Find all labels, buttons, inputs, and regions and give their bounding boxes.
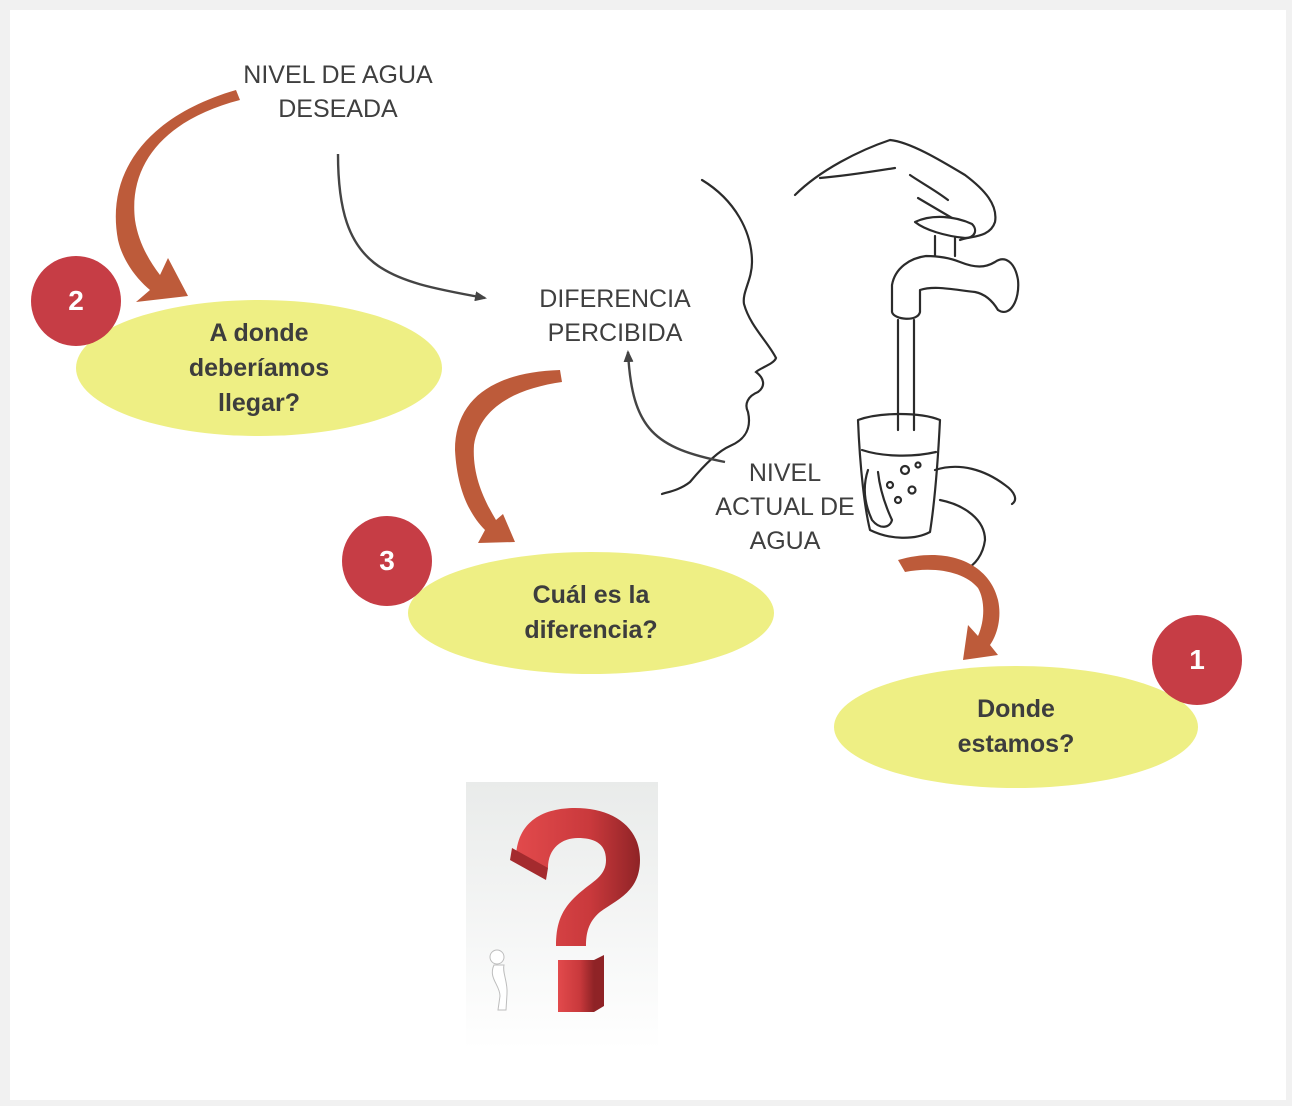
step-number-2: 2 <box>68 285 84 316</box>
desired-level-label: NIVEL DE AGUA DESEADA <box>228 58 448 126</box>
curved-arrow-step-3 <box>455 370 562 543</box>
step-badge-3: 3 <box>342 516 432 606</box>
curved-arrow-step-1 <box>898 554 1000 660</box>
step-badge-2: 2 <box>31 256 121 346</box>
question-text-step-2: A donde deberíamos llegar? <box>188 318 330 417</box>
curved-arrows <box>115 90 1000 660</box>
curved-arrow-step-2 <box>115 90 240 302</box>
question-ellipse-step-3: Cuál es la diferencia? <box>408 552 774 674</box>
desired-level-text: NIVEL DE AGUA DESEADA <box>243 61 433 123</box>
arrow-current-to-difference <box>623 350 726 464</box>
step-number-1: 1 <box>1189 644 1205 675</box>
current-level-label: NIVEL ACTUAL DE AGUA <box>700 456 870 558</box>
question-mark-image <box>466 782 658 1050</box>
question-ellipse-step-1: Donde estamos? <box>834 666 1198 788</box>
small-figure-icon <box>489 949 508 1011</box>
question-text-step-3: Cuál es la diferencia? <box>524 581 658 644</box>
faucet-glass-illustration <box>793 138 1020 572</box>
perceived-difference-text: DIFERENCIA PERCIBIDA <box>539 285 691 347</box>
connector-arrows <box>336 153 726 464</box>
question-text-step-1: Donde estamos? <box>957 695 1075 758</box>
step-number-3: 3 <box>379 545 395 576</box>
question-ellipse-step-2: A donde deberíamos llegar? <box>76 300 442 436</box>
arrow-desired-to-difference <box>336 153 487 302</box>
current-level-text: NIVEL ACTUAL DE AGUA <box>715 459 855 555</box>
perceived-difference-label: DIFERENCIA PERCIBIDA <box>520 282 710 350</box>
step-badge-1: 1 <box>1152 615 1242 705</box>
